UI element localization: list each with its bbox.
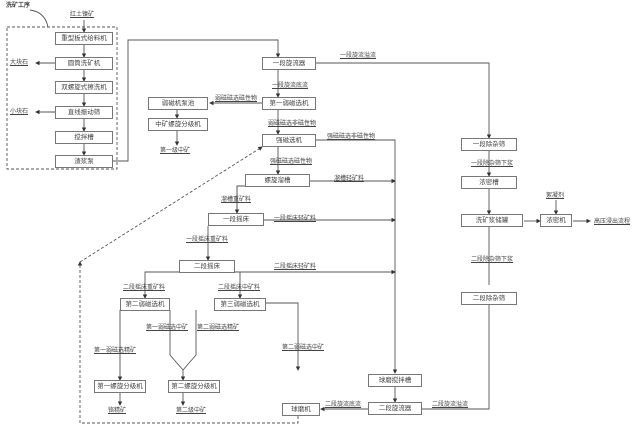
hpal-label: 高压浸出流程 <box>594 218 631 225</box>
cyclone2-underflow-label: 二段旋流底流 <box>325 401 362 408</box>
first-mid-label: 第一级中矿 <box>160 147 191 154</box>
shaker1-light-label: 一段摇床轻矿料 <box>274 215 317 222</box>
screen1-box: 一段除杂筛 <box>461 138 517 151</box>
concentrate-label: 铬精矿 <box>108 407 127 414</box>
cyclone2-overflow-label: 二段旋流溢流 <box>432 401 469 408</box>
chute-light-label: 溜槽轻矿料 <box>334 175 365 182</box>
cyclone2-box: 二段旋流器 <box>368 402 422 415</box>
spiral-classifier1-box: 第一螺旋分级机 <box>94 380 146 393</box>
strong-mag-nonmag-label: 强磁磁选非磁性物 <box>327 133 376 140</box>
feeder-box: 重型板式给料机 <box>55 32 113 45</box>
stir-tank-box: 搅拌槽 <box>55 131 113 144</box>
mag-mixer-box: 弱磁机泵池 <box>148 97 208 110</box>
wm2-conc-label: 第二弱磁选精矿 <box>197 324 240 331</box>
drum-washer-box: 圆筒洗矿机 <box>55 57 113 70</box>
strong-mag-box: 强磁选机 <box>262 134 316 147</box>
weak-mag-mag-label: 弱磁磁选磁性物 <box>215 95 258 102</box>
ball-mill-box: 球磨机 <box>282 403 320 416</box>
shaker2-box: 二段摇床 <box>179 260 235 273</box>
shaker2-light-label: 二段摇床轻矿料 <box>274 263 317 270</box>
section-label: 洗矿工序 <box>6 2 31 9</box>
ball-mill-tank-box: 球磨搅拌槽 <box>368 374 422 387</box>
screen2-under-label: 二段除杂筛下浆 <box>471 256 514 263</box>
flocculant-label: 絮凝剂 <box>546 192 565 199</box>
source-label: 红土镍矿 <box>70 11 95 18</box>
spiral-chute-box: 螺旋溜槽 <box>245 174 310 187</box>
mid-spiral-classifier-box: 中矿螺旋分级机 <box>148 118 208 131</box>
weak-mag1-box: 第一弱磁选机 <box>262 97 316 110</box>
cyclone1-box: 一段旋流器 <box>262 57 316 70</box>
shaker2-mid-label: 二段摇床中矿料 <box>218 284 261 291</box>
cyclone1-underflow-label: 一段旋流底流 <box>272 82 309 89</box>
washing-section-frame <box>6 26 118 170</box>
spiral-classifier2-box: 第二螺旋分级机 <box>168 380 220 393</box>
wm1-conc-label: 第一弱磁选精矿 <box>94 347 137 354</box>
chute-heavy-label: 溜槽重矿料 <box>221 196 252 203</box>
weak-mag-nonmag-label: 弱磁磁选非磁性物 <box>268 120 317 127</box>
shaker2-heavy-label: 二段摇床重矿料 <box>123 284 166 291</box>
weak-mag2-box: 第二弱磁选机 <box>120 298 170 311</box>
thickener-box: 浓密槽 <box>461 176 517 189</box>
wm2-mid-label: 第二弱磁选中矿 <box>282 344 325 351</box>
second-mid-label: 第二级中矿 <box>176 407 207 414</box>
screen1-under-label: 一段除杂筛下浆 <box>471 160 514 167</box>
section-pointer <box>29 9 49 28</box>
shaker1-heavy-label: 一段摇床重矿料 <box>186 236 229 243</box>
double-screw-box: 双螺旋式擦洗机 <box>55 81 113 94</box>
weak-mag3-box: 第三弱磁选机 <box>214 298 266 311</box>
slurry-pump-box: 渣浆泵 <box>55 155 113 168</box>
storage-tank-box: 洗矿浆储罐 <box>461 214 523 227</box>
wm1-mid-label: 第一弱磁选中矿 <box>146 324 189 331</box>
linear-screen-box: 直线振动筛 <box>55 106 113 119</box>
strong-mag-mag-label: 强磁磁选磁性物 <box>270 158 313 165</box>
thickener-machine-box: 浓密机 <box>540 214 572 227</box>
cyclone1-overflow-label: 一段旋流溢流 <box>340 52 377 59</box>
shaker1-box: 一段摇床 <box>208 213 264 226</box>
big-stone-label: 大块石 <box>10 59 29 66</box>
small-stone-label: 小块石 <box>10 108 29 115</box>
screen2-box: 二段除杂筛 <box>461 292 517 305</box>
